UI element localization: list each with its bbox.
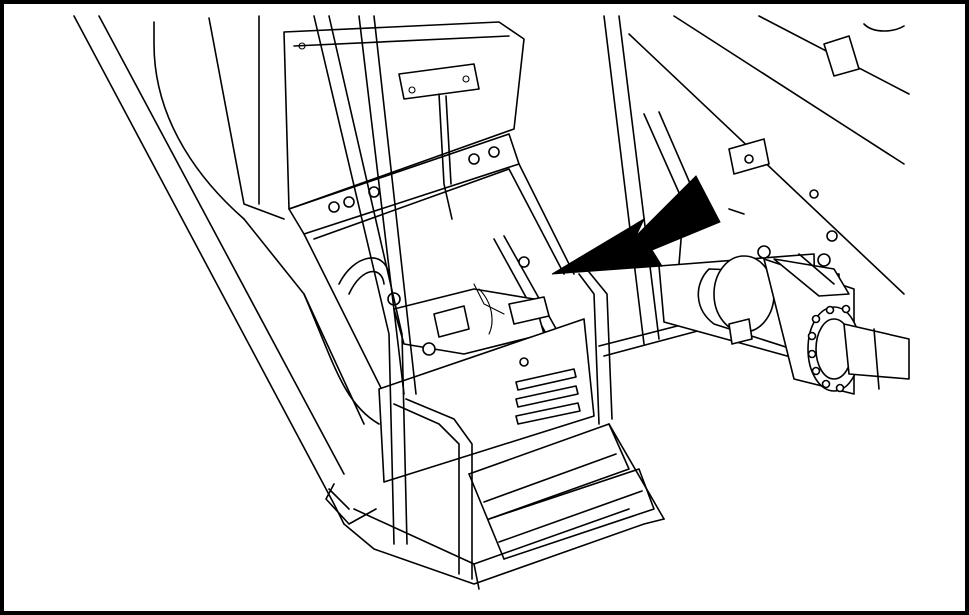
indicator-arrow-icon <box>551 175 721 275</box>
cylinder-bolt-ring <box>807 304 851 393</box>
machine-illustration <box>73 15 910 590</box>
cab-body <box>73 15 380 525</box>
grab-rail <box>313 15 613 580</box>
front-panel <box>378 318 595 483</box>
compartment-cover <box>283 21 525 220</box>
side-frame <box>598 15 910 357</box>
step-ladder <box>343 423 665 590</box>
hydraulic-cylinder <box>658 245 910 395</box>
